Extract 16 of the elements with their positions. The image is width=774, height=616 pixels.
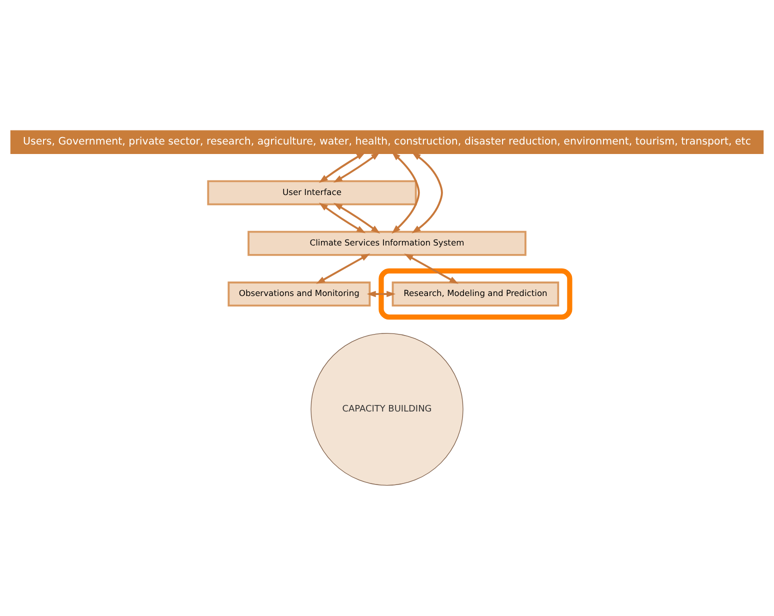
arrow (366, 290, 396, 298)
node-box: User Interface (207, 180, 417, 206)
arrow (333, 152, 380, 183)
node-box: Users, Government, private sector, research, agriculture, water, health, construction, disaster reduction, environment, tourism, transport, etc (10, 130, 764, 154)
arrow (318, 152, 366, 183)
arrow (392, 152, 420, 234)
arrow (404, 254, 458, 284)
cluster (378, 268, 572, 320)
arrow (333, 202, 380, 234)
node-box: Climate Services Information System (248, 230, 526, 256)
node-box: Research, Modeling and Prediction (392, 282, 560, 307)
node-box: Observations and Monitoring (228, 282, 371, 307)
arrow (318, 202, 366, 234)
arrow (412, 152, 443, 234)
arrow (316, 254, 370, 284)
node-circle: CAPACITY BUILDING (310, 332, 464, 486)
